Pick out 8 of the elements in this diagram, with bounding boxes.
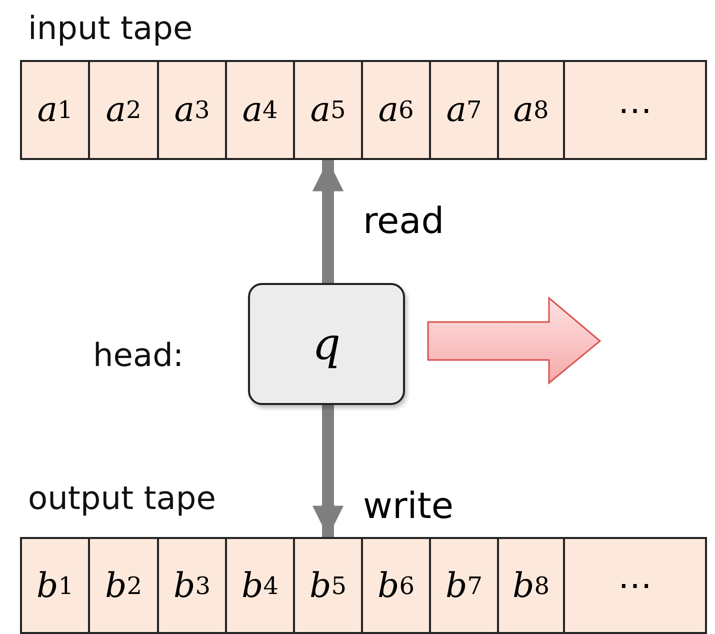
tape-cell: ⋯ [563,537,707,634]
arrow [312,160,344,283]
tape-cell: ⋯ [563,60,707,160]
tape-heading: output tape [28,482,216,514]
head-box: q [248,283,405,405]
head-caption: head: [93,339,184,371]
arrow [312,405,344,537]
tape-heading: input tape [28,12,193,44]
